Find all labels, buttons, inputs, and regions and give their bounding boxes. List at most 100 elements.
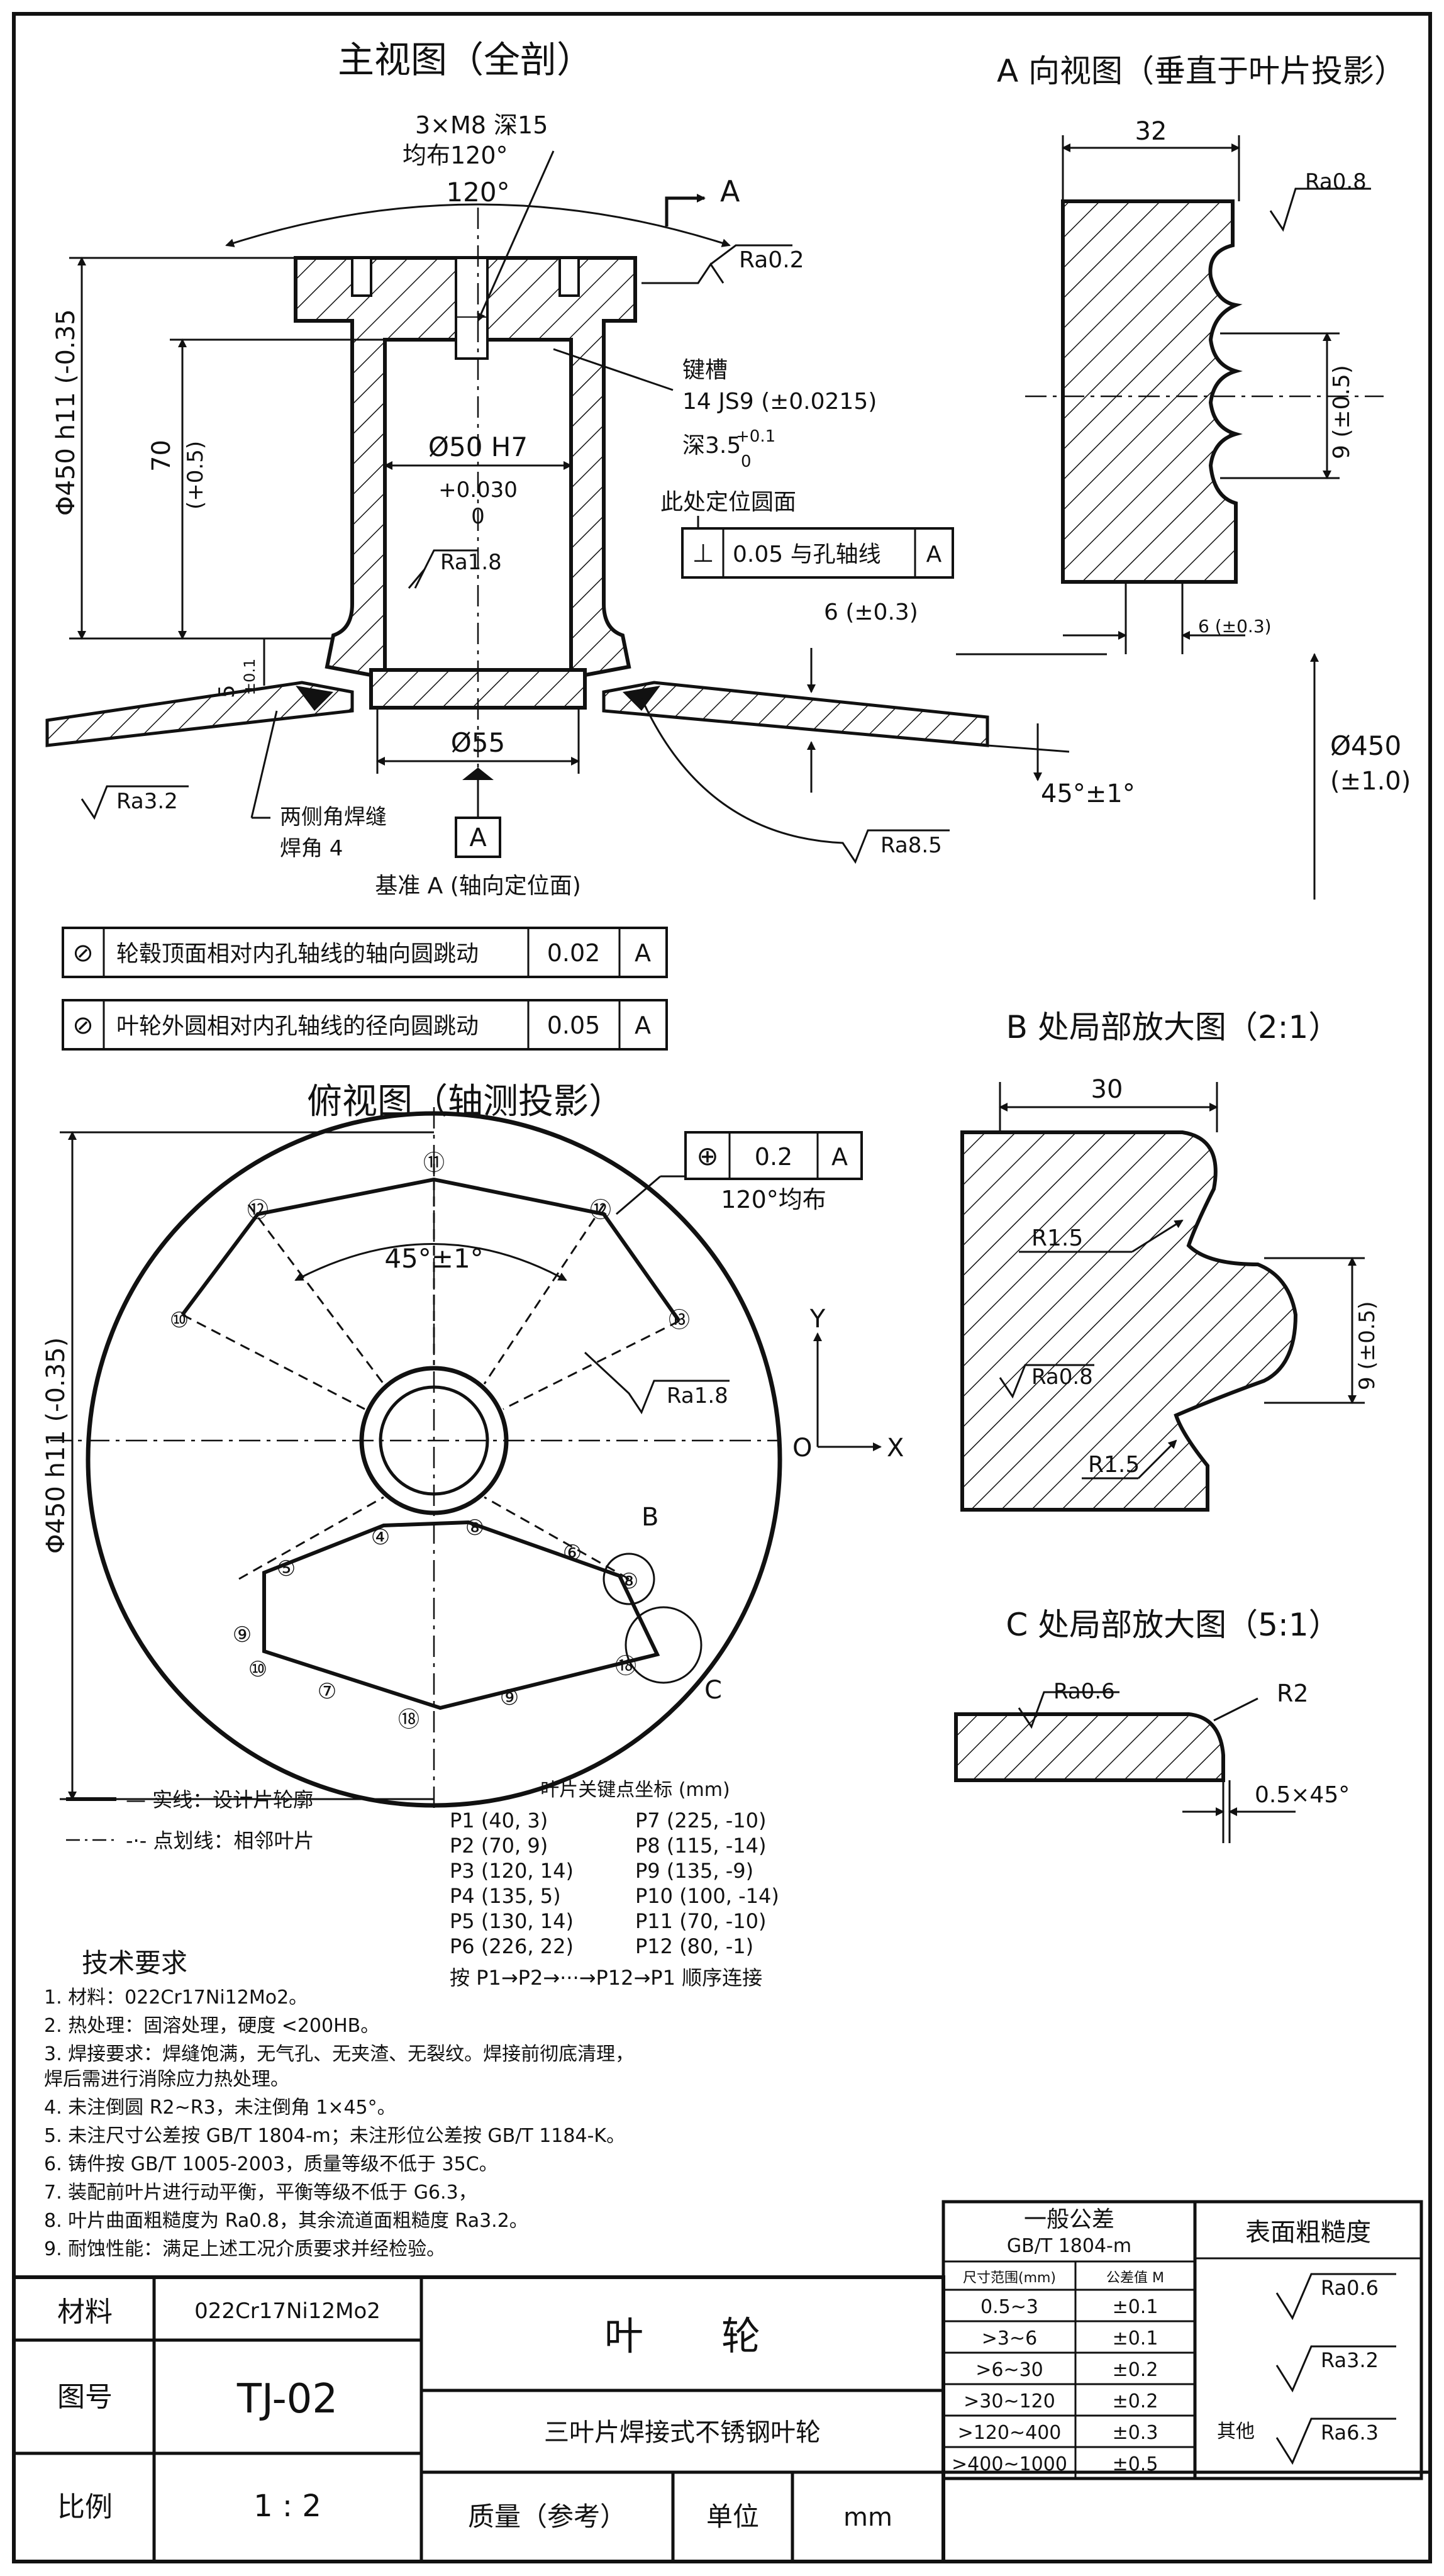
legend-dash: -·- 点划线：相邻叶片 bbox=[126, 1829, 314, 1853]
gt-title: 一般公差 bbox=[1024, 2207, 1114, 2233]
tb-material-label: 材料 bbox=[57, 2296, 113, 2328]
gt-value: ±0.1 bbox=[1113, 2296, 1158, 2318]
coord-left: P4 (135, 5) bbox=[450, 1884, 561, 1908]
detail-c-label: C bbox=[704, 1676, 722, 1705]
runout-text: 轮毂顶面相对内孔轴线的轴向圆跳动 bbox=[116, 941, 479, 967]
bottom-angle-45: 45°±1° bbox=[384, 1243, 483, 1274]
tb-scale-value: 1 : 2 bbox=[253, 2489, 321, 2524]
point-label: ⑱ bbox=[398, 1707, 419, 1732]
detail-b-label: B bbox=[641, 1503, 658, 1532]
point-label: ⑩ bbox=[170, 1308, 189, 1333]
a-dim-9: 9 (±0.5) bbox=[1329, 365, 1355, 459]
axis-origin: O bbox=[792, 1434, 812, 1463]
point-label: ⑬ bbox=[669, 1308, 690, 1333]
tech-item: 4. 未注倒圆 R2~R3，未注倒角 1×45°。 bbox=[44, 2097, 396, 2119]
coord-title: 叶片关键点坐标 (mm) bbox=[540, 1779, 730, 1801]
point-label: ⑤ bbox=[277, 1556, 296, 1581]
a-view-title: A 向视图（垂直于叶片投影） bbox=[997, 53, 1406, 89]
dim-70-tol: (+0.5) bbox=[183, 441, 208, 510]
sr-value: Ra3.2 bbox=[1321, 2348, 1379, 2372]
angle-120-label: 120° bbox=[446, 177, 509, 208]
tech-item: 5. 未注尺寸公差按 GB/T 1804-m；未注形位公差按 GB/T 1184… bbox=[44, 2125, 625, 2147]
position-tol-frame bbox=[684, 1131, 863, 1180]
point-label: ⑨ bbox=[233, 1622, 252, 1648]
bore-dia: Ø50 H7 bbox=[428, 432, 528, 462]
coord-right: P8 (115, -14) bbox=[635, 1834, 766, 1858]
point-label: ⑩ bbox=[248, 1657, 267, 1682]
technical-requirements: 技术要求 1. 材料：022Cr17Ni12Mo2。 2. 热处理：固溶处理，硬… bbox=[44, 1948, 634, 2260]
b-detail-title: B 处局部放大图（2:1） bbox=[1006, 1009, 1340, 1045]
tb-material-value: 022Cr17Ni12Mo2 bbox=[194, 2299, 380, 2324]
sr-value: Ra0.6 bbox=[1321, 2276, 1379, 2300]
bore-tol-low: 0 bbox=[471, 504, 485, 529]
tech-item: 2. 热处理：固溶处理，硬度 <200HB。 bbox=[44, 2015, 379, 2037]
upper-blade-profile bbox=[181, 1177, 681, 1322]
ra-top: Ra0.2 bbox=[739, 247, 804, 273]
datum-a: A bbox=[469, 823, 487, 852]
point-label: ④ bbox=[371, 1525, 390, 1550]
a-dim-6: 6 (±0.3) bbox=[1198, 616, 1272, 637]
gt-value: ±0.1 bbox=[1113, 2328, 1158, 2350]
bottom-dia-450: Φ450 h11 (-0.35) bbox=[42, 1337, 70, 1554]
tech-item: 9. 耐蚀性能：满足上述工况介质要求并经检验。 bbox=[44, 2238, 445, 2260]
tol-value: 0.05 与孔轴线 bbox=[733, 542, 881, 567]
dia-450-right-tol: (±1.0) bbox=[1330, 767, 1411, 796]
coord-right: P7 (225, -10) bbox=[635, 1809, 766, 1832]
c-detail: C 处局部放大图（5:1） Ra0.6 R2 0.5×45° bbox=[954, 1607, 1350, 1843]
key-depth-low: 0 bbox=[741, 452, 752, 471]
a-dim-32: 32 bbox=[1135, 117, 1167, 146]
b-r2: R1.5 bbox=[1088, 1452, 1140, 1478]
gt-value: ±0.2 bbox=[1113, 2359, 1158, 2381]
general-tolerance-table: 一般公差 GB/T 1804-m 尺寸范围(mm) 公差值 M 0.5~3 ±0… bbox=[941, 2200, 1197, 2480]
dim-5: 5 bbox=[214, 684, 240, 698]
key-depth: 深3.5 bbox=[682, 433, 741, 459]
thread-hole-left bbox=[351, 257, 372, 297]
perp-tol-frame bbox=[681, 527, 954, 579]
weld-note-1: 两侧角焊缝 bbox=[280, 805, 387, 830]
dim-6: 6 (±0.3) bbox=[824, 599, 918, 625]
runout-table: ⊘ 轮毂顶面相对内孔轴线的轴向圆跳动 0.02 A ⊘ 叶轮外圆相对内孔轴线的径… bbox=[62, 927, 668, 1051]
b-r1: R1.5 bbox=[1031, 1225, 1083, 1251]
gt-range: >30~120 bbox=[964, 2390, 1055, 2412]
surface-roughness-panel: 表面粗糙度 Ra0.6 Ra3.2 其他 Ra6.3 bbox=[1193, 2200, 1423, 2480]
coord-left: P2 (70, 9) bbox=[450, 1834, 548, 1858]
point-label: ⑥ bbox=[563, 1541, 582, 1566]
hole-callout-1: 3×M8 深15 bbox=[415, 111, 548, 139]
c-r2: R2 bbox=[1277, 1680, 1309, 1707]
coord-right: P9 (135, -9) bbox=[635, 1859, 753, 1883]
coord-left: P5 (130, 14) bbox=[450, 1909, 574, 1933]
key-label: 键槽 bbox=[682, 357, 728, 383]
position-value: 0.2 bbox=[755, 1143, 792, 1171]
b-detail: B 处局部放大图（2:1） 30 R1.5 Ra0.8 R1.5 9 (±0.5… bbox=[960, 1009, 1380, 1512]
legend-solid: — 实线：设计片轮廓 bbox=[126, 1788, 313, 1812]
lower-blade-profile bbox=[262, 1520, 660, 1710]
coord-left: P6 (226, 22) bbox=[450, 1934, 574, 1958]
bottom-ra: Ra1.8 bbox=[667, 1383, 728, 1408]
tb-scale-label: 比例 bbox=[57, 2491, 113, 2523]
gt-col2: 公差值 M bbox=[1106, 2270, 1164, 2286]
tb-unit-value: mm bbox=[843, 2503, 892, 2532]
blade-left bbox=[45, 681, 354, 747]
runout-datum: A bbox=[635, 939, 651, 967]
dim-5-tol: ±0.1 bbox=[241, 659, 258, 695]
dim-70: 70 bbox=[147, 440, 176, 472]
bottom-view: 俯视图（轴测投影） Φ450 h11 (-0.35) 45°±1° ⊕ bbox=[42, 1081, 904, 1812]
blade-right bbox=[602, 681, 989, 747]
angle-45: 45°±1° bbox=[1041, 779, 1135, 808]
sr-value: Ra6.3 bbox=[1321, 2421, 1379, 2445]
detail-c-circle bbox=[625, 1606, 703, 1684]
point-label: ⑫ bbox=[247, 1198, 269, 1223]
tb-drawing-no-label: 图号 bbox=[57, 2381, 113, 2413]
runout-row-1: ⊘ 轮毂顶面相对内孔轴线的轴向圆跳动 0.02 A bbox=[62, 927, 668, 978]
a-view-section bbox=[1061, 199, 1243, 584]
runout-row-2: ⊘ 叶轮外圆相对内孔轴线的径向圆跳动 0.05 A bbox=[62, 999, 668, 1051]
b-ra: Ra0.8 bbox=[1031, 1364, 1093, 1390]
coord-footer: 按 P1→P2→···→P12→P1 顺序连接 bbox=[450, 1966, 762, 1990]
view-arrow-a: A bbox=[720, 174, 740, 208]
datum-a-box bbox=[455, 817, 501, 858]
thread-hole-right bbox=[558, 257, 580, 297]
point-label: ⑱ bbox=[615, 1654, 636, 1679]
b-detail-section bbox=[960, 1130, 1298, 1512]
tech-item: 3. 焊接要求：焊缝饱满，无气孔、无夹渣、无裂纹。焊接前彻底清理， bbox=[44, 2043, 634, 2065]
c-detail-section bbox=[954, 1712, 1225, 1782]
